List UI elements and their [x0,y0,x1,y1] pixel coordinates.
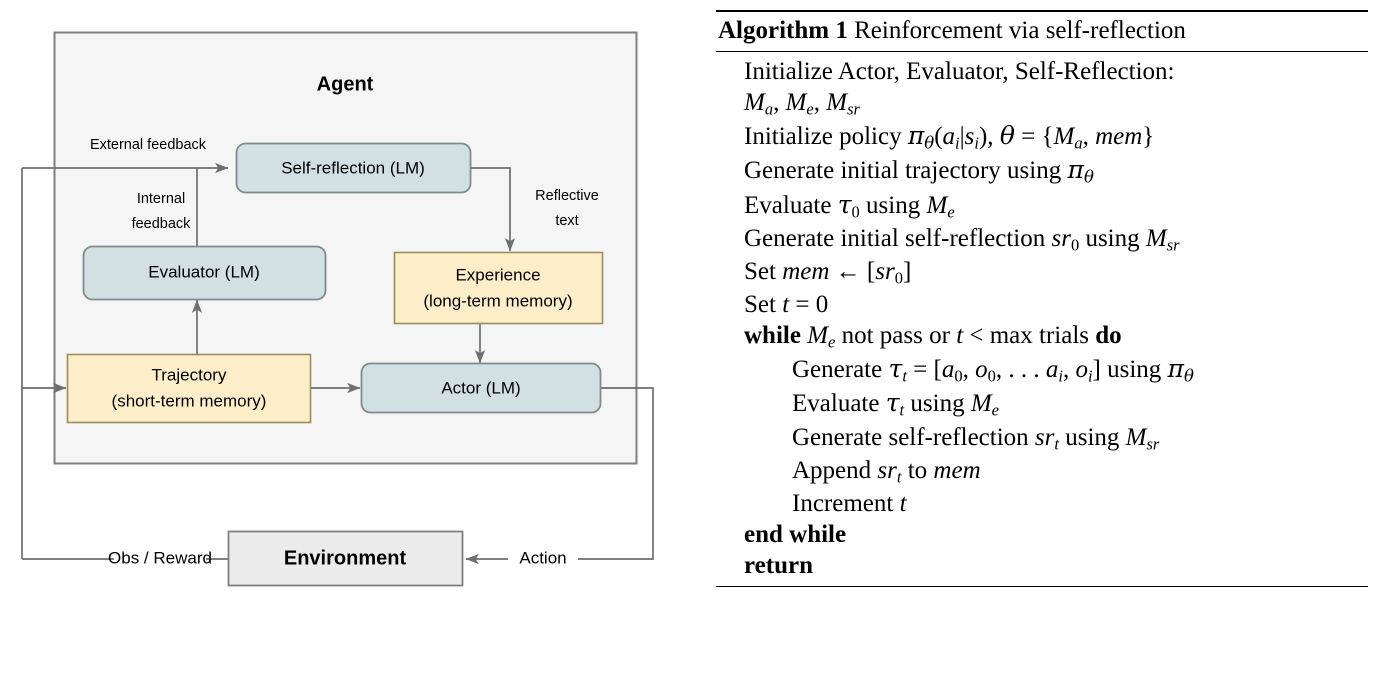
algorithm-title-rule [716,51,1368,52]
node-evaluator-label: Evaluator (LM) [148,262,259,281]
algorithm-bottom-rule [716,586,1368,588]
label-internal-feedback-2: feedback [132,216,192,232]
node-trajectory-label-1: Trajectory [152,365,227,384]
label-internal-feedback-1: Internal [137,191,185,207]
algorithm-line-set-t: Set t = 0 [744,290,829,318]
node-actor[interactable] [360,362,602,414]
algorithm-line-set-mem: Set mem ← [sr0] [744,257,912,288]
edge-reflective-text [470,167,516,252]
node-trajectory[interactable] [66,353,312,424]
algorithm-title: Algorithm 1 Reinforcement via self-refle… [716,12,1368,51]
label-reflective-text-2: text [555,213,578,229]
algorithm-line-eval-tau-t: Evaluate τt using Me [792,388,999,420]
agent-title: Agent [317,73,374,95]
algorithm-line-gen-tau-t: Generate τt = [a0, o0, . . . ai, oi] usi… [792,354,1194,386]
algorithm-title-text: Reinforcement via self-reflection [854,17,1186,44]
node-self-reflection[interactable] [235,142,472,194]
algorithm-lines: Initialize Actor, Evaluator, Self-Reflec… [716,52,1368,586]
algorithm-block: Algorithm 1 Reinforcement via self-refle… [716,10,1368,588]
agent-architecture-diagram: Agent [21,31,654,587]
algorithm-line-gen-initial-sr: Generate initial self-reflection sr0 usi… [744,224,1180,255]
node-environment-label: Environment [284,547,407,569]
node-experience[interactable] [393,251,604,325]
algorithm-line-append-sr: Append srt to mem [792,456,981,487]
algorithm-top-rule [716,10,1368,12]
algorithm-line-while: while Me not pass or t < max trials do [744,322,1122,352]
edge-actor-to-environment [578,387,654,560]
label-obs-reward: Obs / Reward [108,548,212,567]
node-experience-label-2: (long-term memory) [423,291,572,310]
algorithm-line-increment: Increment t [792,489,907,517]
node-experience-label-1: Experience [455,265,540,284]
label-external-feedback: External feedback [90,137,207,153]
label-reflective-text-1: Reflective [535,188,599,204]
algorithm-title-prefix: Algorithm 1 [718,17,848,44]
node-self-reflection-label: Self-reflection (LM) [281,158,425,177]
label-action: Action [519,548,566,567]
node-environment[interactable] [227,530,464,587]
node-trajectory-label-2: (short-term memory) [112,391,267,410]
algorithm-line-return: return [744,552,813,580]
algorithm-line-init-policy: Initialize policy πθ(ai|si), θ = {Ma, me… [744,121,1155,153]
algorithm-line-models-list: Ma, Me, Msr [744,89,860,119]
algorithm-line-gen-sr-t: Generate self-reflection srt using Msr [792,423,1160,454]
algorithm-line-init-models: Initialize Actor, Evaluator, Self-Reflec… [744,58,1175,85]
node-evaluator[interactable] [82,245,327,301]
algorithm-line-end-while: end while [744,520,847,548]
algorithm-line-eval-tau0: Evaluate τ0 using Me [744,189,955,222]
node-actor-label: Actor (LM) [441,378,520,397]
algorithm-line-gen-initial-traj: Generate initial trajectory using πθ [744,155,1094,188]
algorithm-title-text-wrap: Reinforcement via self-reflection [848,17,1186,44]
